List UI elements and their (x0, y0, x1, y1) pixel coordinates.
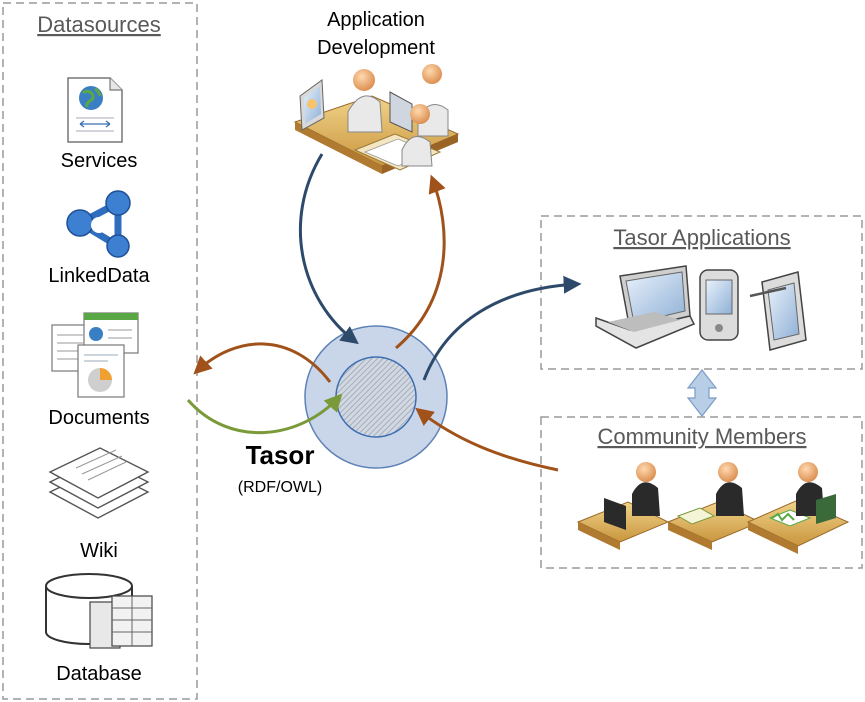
tablet-icon (749, 271, 807, 351)
datasource-label-linkeddata: LinkedData (48, 265, 150, 287)
tasor-applications-border (540, 215, 863, 370)
community-members-title: Community Members (597, 424, 806, 449)
pda-icon (699, 269, 739, 341)
tasor-hub-core (335, 356, 417, 438)
community-members-border (540, 416, 863, 569)
wiki-icon (48, 447, 150, 519)
laptop-icon (595, 265, 696, 349)
datasources-title: Datasources (37, 12, 161, 37)
community-illustration (576, 462, 850, 554)
datasources-border (2, 2, 198, 700)
arrow-hub-to-datasources (193, 342, 332, 383)
sync-double-arrow (686, 369, 718, 417)
flow-arrows (186, 153, 582, 472)
datasource-label-database: Database (56, 663, 142, 685)
community-members-panel: Community Members (540, 416, 863, 569)
developers-illustration (293, 64, 460, 174)
services-icon (67, 77, 123, 143)
arrow-hub-to-appdev (395, 174, 446, 350)
arrow-appdev-to-hub (298, 153, 359, 345)
tasor-subtitle: (RDF/OWL) (238, 479, 322, 496)
datasources-panel: Datasources Services LinkedData (2, 2, 198, 700)
datasource-label-documents: Documents (48, 407, 149, 429)
arrow-datasources-to-hub (186, 393, 343, 434)
database-icon (45, 573, 153, 649)
arrow-community-to-hub (415, 407, 559, 472)
documents-icon (51, 312, 139, 398)
datasource-label-services: Services (61, 150, 138, 172)
tasor-applications-title: Tasor Applications (613, 225, 790, 250)
tasor-hub (304, 325, 448, 469)
datasource-label-wiki: Wiki (80, 540, 118, 562)
app-dev-label-line2: Development (317, 37, 435, 59)
tasor-applications-panel: Tasor Applications (540, 215, 863, 370)
tasor-name: Tasor (246, 440, 315, 470)
app-dev-label-line1: Application (327, 9, 425, 31)
linked-data-icon (66, 190, 131, 258)
arrow-hub-to-tasor-apps (422, 275, 582, 381)
